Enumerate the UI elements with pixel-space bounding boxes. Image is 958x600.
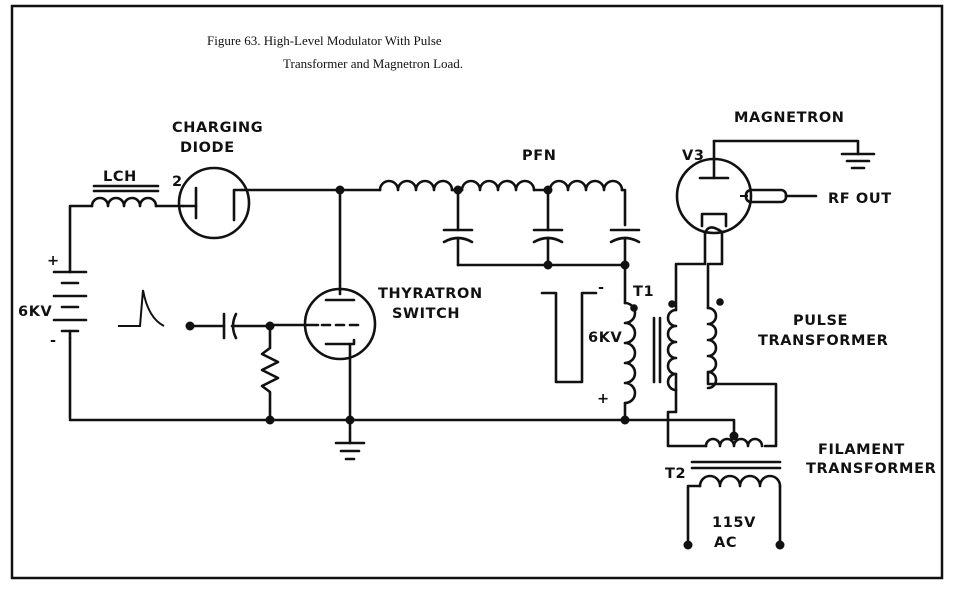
t1-label: T1 (633, 284, 654, 300)
supply-voltage-label: 6KV (18, 304, 53, 320)
supply-plus-label: + (47, 253, 60, 269)
diagram-border (10, 4, 944, 580)
ground-symbol (334, 418, 366, 461)
thyratron-label-1: THYRATRON (378, 286, 483, 302)
node-dot (543, 260, 553, 270)
magnetron (675, 139, 876, 236)
pulse-transformer-label-2: TRANSFORMER (758, 333, 888, 349)
pulse-forming-network (338, 179, 641, 267)
inductor-label: LCH (103, 169, 137, 185)
node-dot (453, 185, 463, 195)
thyratron-switch (268, 188, 377, 422)
t2-label: T2 (665, 466, 686, 482)
node-dot (265, 415, 275, 425)
magnetron-label: MAGNETRON (734, 110, 845, 126)
charging-diode-label-1: CHARGING (172, 120, 263, 136)
diode-pin-label: 2 (172, 174, 183, 190)
pulse-transformer-label-1: PULSE (793, 313, 848, 329)
v3-label: V3 (682, 148, 705, 164)
ac-label: AC (714, 535, 737, 551)
caption-line-1: Figure 63. High-Level Modulator With Pul… (207, 33, 442, 48)
filament-transformer-label-1: FILAMENT (818, 442, 905, 458)
supply-minus-label: - (50, 333, 57, 349)
ac-voltage-label: 115V (712, 515, 756, 531)
pulse-plus-label: + (597, 391, 610, 407)
charging-diode-label-2: DIODE (180, 140, 235, 156)
rf-out-label: RF OUT (828, 191, 892, 207)
thyratron-label-2: SWITCH (392, 306, 460, 322)
pulse-voltage-label: 6KV (588, 330, 623, 346)
node-dot (543, 185, 553, 195)
pulse-minus-label: - (598, 280, 605, 296)
charging-inductor (90, 184, 185, 208)
supply-battery (52, 204, 94, 420)
pulse-waveform (540, 291, 598, 384)
pulse-transformer (623, 230, 778, 448)
filament-transformer-label-2: TRANSFORMER (806, 461, 936, 477)
filament-transformer (623, 418, 785, 550)
trigger-circuit (118, 289, 280, 422)
pfn-label: PFN (522, 148, 556, 164)
charging-diode (177, 166, 342, 240)
caption-line-2: Transformer and Magnetron Load. (283, 56, 463, 71)
